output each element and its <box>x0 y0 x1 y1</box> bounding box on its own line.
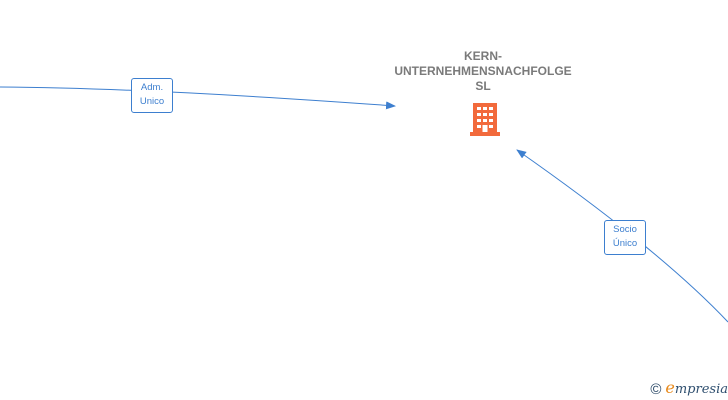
building-icon[interactable] <box>470 103 500 136</box>
relation-label-line: Adm. <box>140 82 164 93</box>
relation-label-line: Único <box>612 238 638 249</box>
relation-label-socio-unico[interactable]: Socio Único <box>604 220 646 255</box>
company-name-line: UNTERNEHMENSNACHFOLGE <box>394 64 572 78</box>
relation-label-adm-unico[interactable]: Adm. Unico <box>131 78 173 113</box>
brand-initial: e <box>665 378 675 397</box>
company-name[interactable]: KERN- UNTERNEHMENSNACHFOLGE SL <box>383 49 583 94</box>
brand-name: mpresia <box>674 382 728 397</box>
copyright-icon: © <box>650 381 662 398</box>
company-name-line: KERN- <box>464 49 502 63</box>
company-name-line: SL <box>475 79 491 93</box>
edge-adm-unico <box>0 86 396 110</box>
relation-label-line: Socio <box>613 224 637 235</box>
empresia-logo[interactable]: ©empresia <box>650 378 728 398</box>
relation-label-line: Unico <box>139 96 165 107</box>
